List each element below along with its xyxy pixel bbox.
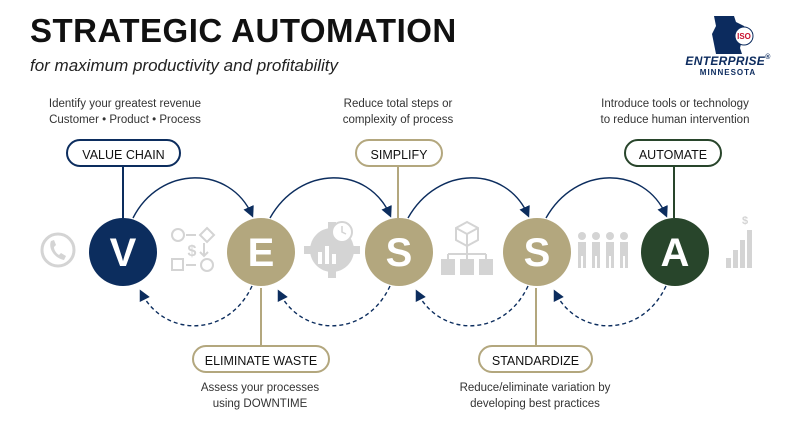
stage-a-circle: A xyxy=(641,218,709,286)
backward-arc-1 xyxy=(139,285,253,327)
standardize-pill: STANDARDIZE xyxy=(478,345,593,373)
growth-dollar-glyph: $ xyxy=(742,215,748,227)
gear-chart-icon xyxy=(304,221,360,278)
value-chain-pill: VALUE CHAIN xyxy=(66,139,181,167)
page-title: STRATEGIC AUTOMATION xyxy=(30,12,457,49)
dollar-glyph: $ xyxy=(188,243,197,260)
stage-e-letter: E xyxy=(248,231,275,275)
phone-icon xyxy=(40,232,76,268)
growth-chart-icon xyxy=(726,230,752,268)
stage-a-letter: A xyxy=(661,231,690,275)
people-icon xyxy=(578,232,628,268)
stage-v-letter: V xyxy=(110,231,137,275)
forward-arc-3 xyxy=(407,177,530,219)
backward-arc-2 xyxy=(277,285,391,327)
forward-arc-1 xyxy=(132,177,254,219)
iso-badge: ISO xyxy=(737,32,751,41)
stage-v-circle: V xyxy=(89,218,157,286)
stage-s2-letter: S xyxy=(524,231,551,275)
eliminate-waste-pill: ELIMINATE WASTE xyxy=(192,345,330,373)
simplify-pill: SIMPLIFY xyxy=(355,139,443,167)
stage-s1-letter: S xyxy=(386,231,413,275)
stage-e-circle: E xyxy=(227,218,295,286)
stage-s2-circle: S xyxy=(503,218,571,286)
forward-arc-4 xyxy=(545,177,668,219)
stage-s1-circle: S xyxy=(365,218,433,286)
logo-subtitle: MINNESOTA xyxy=(699,68,757,77)
backward-arc-4 xyxy=(553,285,667,327)
page-subtitle: for maximum productivity and profitabili… xyxy=(30,56,339,75)
logo-wordmark: ENTERPRISE® xyxy=(685,54,771,68)
hierarchy-icon xyxy=(441,220,493,275)
enterprise-minnesota-logo: ISO ENTERPRISE® MINNESOTA xyxy=(676,14,780,80)
automate-pill: AUTOMATE xyxy=(624,139,722,167)
minnesota-shape-icon: ISO xyxy=(712,16,754,54)
backward-arc-3 xyxy=(415,285,529,327)
process-flow-icon xyxy=(171,226,216,272)
forward-arc-2 xyxy=(269,177,392,219)
